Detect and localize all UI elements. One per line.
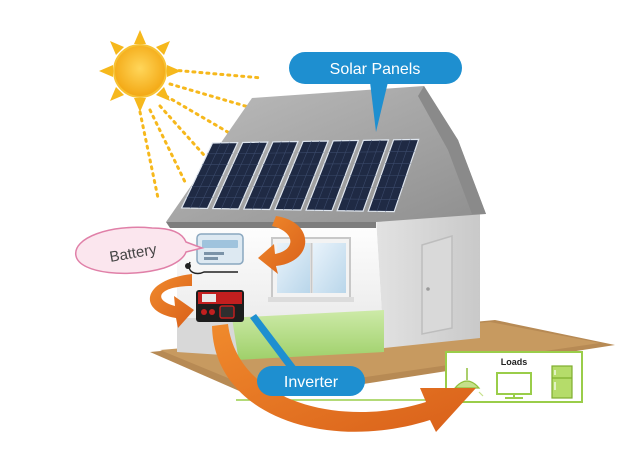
inverter-callout: Inverter: [250, 314, 365, 396]
arrow-inverter-to-loads: [212, 324, 476, 432]
loads-label: Loads: [501, 357, 528, 367]
tv-icon: [496, 372, 532, 399]
solar-panels-callout: Solar Panels: [289, 52, 462, 132]
fridge-icon: [551, 365, 573, 399]
loads-panel: Loads: [236, 351, 583, 403]
inverter-label: Inverter: [284, 374, 339, 391]
inverter-icon: [196, 290, 244, 322]
solar-panel-icon: [180, 138, 420, 213]
arrow-panels-to-battery: [258, 216, 306, 274]
battery-callout: Battery: [75, 226, 205, 275]
arrow-battery-to-inverter: [149, 274, 194, 328]
flow-arrows: [149, 216, 476, 432]
window: [268, 237, 354, 302]
solar-panels-label: Solar Panels: [330, 61, 421, 78]
door: [421, 234, 453, 335]
lawn-strip: [226, 310, 384, 360]
sun-icon: [99, 30, 264, 200]
battery-icon: [185, 233, 244, 275]
